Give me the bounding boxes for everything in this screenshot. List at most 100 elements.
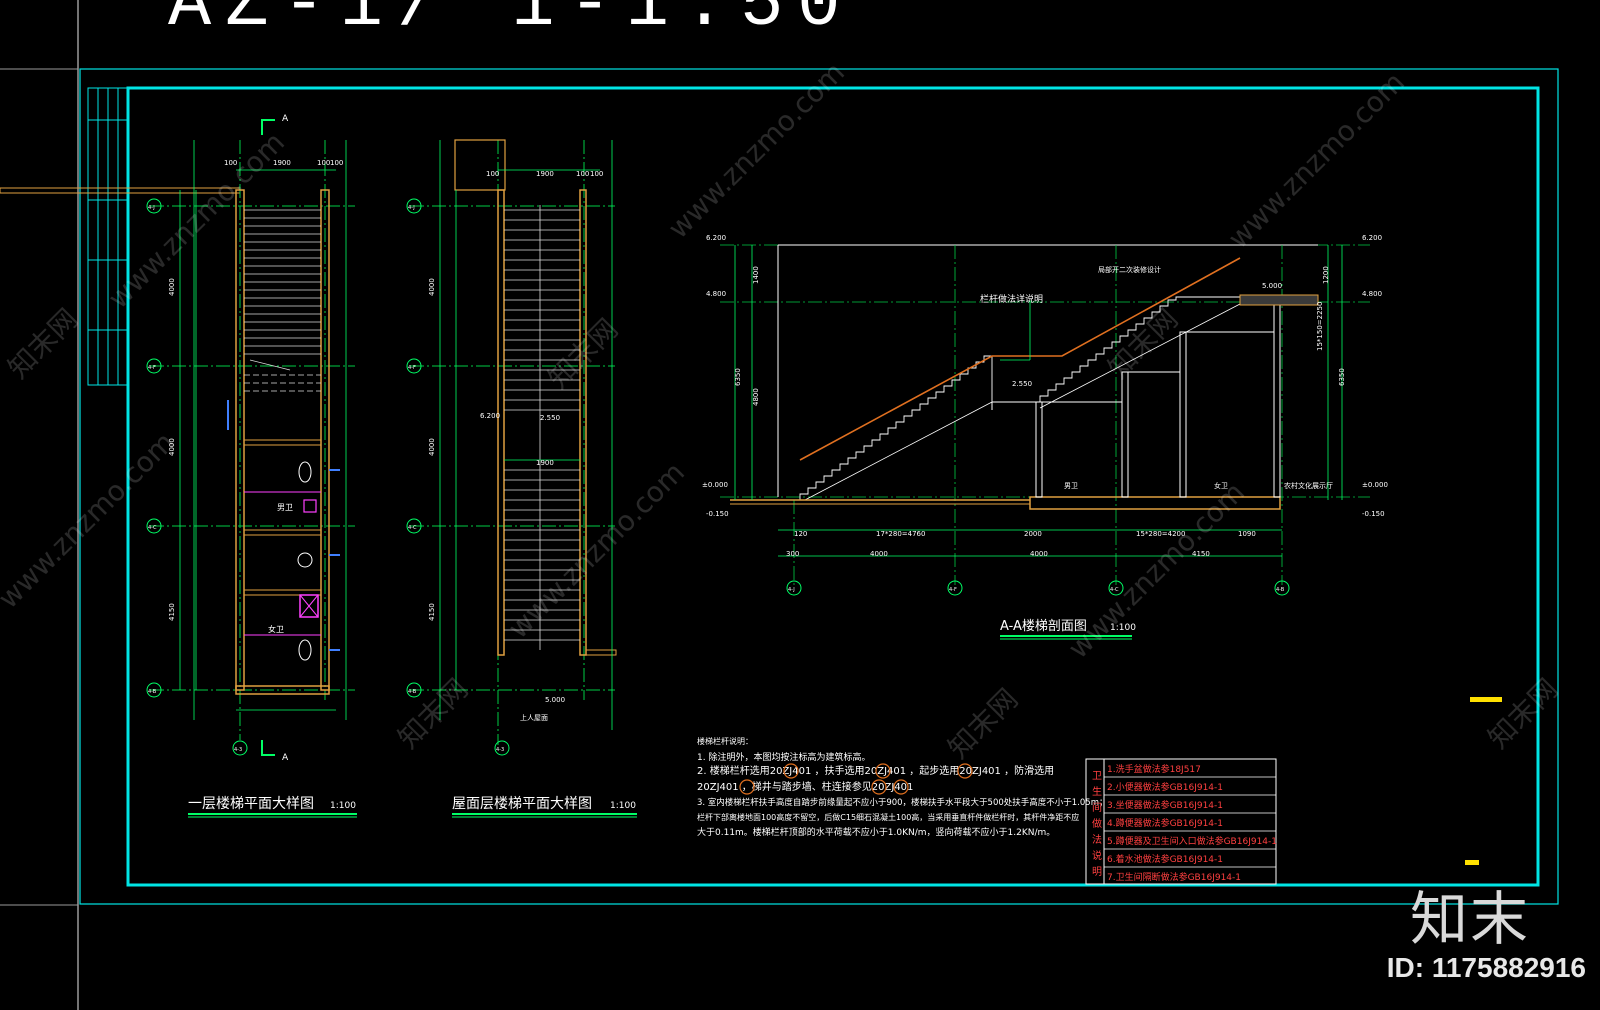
section-dim-bottom-1: 17*280=4760 [876, 530, 925, 538]
section-axis-3: 4-B [1276, 587, 1285, 593]
plan2-dim-2550: 2.550 [540, 414, 560, 422]
section-top-note: 局部开二次装修设计 [1098, 265, 1161, 274]
watermark-cn-3: 知末网 [1102, 302, 1185, 385]
plan2-drawing [406, 139, 617, 756]
outer-frame [79, 68, 1559, 905]
plan1-axis-0: 4-J [148, 205, 155, 211]
section-level-left-2: ±0.000 [702, 481, 728, 489]
section-dim-right-2: 6350 [1338, 368, 1346, 386]
section-dim-bottom-4: 1090 [1238, 530, 1256, 538]
section-dim-axis-3: 4150 [1192, 550, 1210, 558]
section-title-group: A-A楼梯剖面图 1:100 [1000, 619, 1136, 640]
section-title: A-A楼梯剖面图 [1000, 619, 1087, 634]
notes-line-5: 大于0.11m。楼梯栏杆顶部的水平荷载不应小于1.0KN/m，竖向荷载不应小于1… [697, 826, 1055, 838]
table-side-label: 卫生间做法说明 [1090, 770, 1102, 882]
table-row-4: 5.蹲便器及卫生间入口做法参GB16J914-1 [1107, 835, 1277, 847]
section-level-left-0: 6.200 [706, 234, 726, 242]
section-dim-right-1: 15*150=2250 [1316, 302, 1324, 351]
section-dim-left-2: 6350 [734, 368, 742, 386]
plan1-title: 一层楼梯平面大样图 [188, 796, 314, 812]
plan2-dim-top-0: 100 [486, 170, 499, 178]
table-row-0: 1.洗手盆做法参18J517 [1107, 763, 1201, 775]
plan1-drawing [146, 119, 355, 756]
plan2-axis-3: 4-B [408, 689, 417, 695]
plan1-room-female: 女卫 [268, 624, 284, 634]
table-row-3: 4.蹲便器做法参GB16J914-1 [1107, 817, 1223, 829]
plan2-title: 屋面层楼梯平面大样图 [452, 796, 592, 812]
section-axis-1: 4-F [949, 587, 957, 593]
watermark-url-3: www.znzmo.com [1222, 66, 1411, 255]
plan2-dim-top-3: 100 [590, 170, 603, 178]
table-row-6: 7.卫生间隔断做法参GB16J914-1 [1107, 871, 1241, 883]
section-scale: 1:100 [1110, 623, 1136, 633]
plan2-dim-left-2: 4150 [428, 603, 436, 621]
watermark-url-6: www.znzmo.com [0, 426, 181, 615]
plan1-dim-top-1: 1900 [273, 159, 291, 167]
plan2-axis-1: 4-F [408, 365, 416, 371]
plan2-level-bottom: 5.000 [545, 696, 565, 704]
section-axis-2: 4-C [1110, 587, 1119, 593]
section-level-left-3: -0.150 [706, 510, 729, 518]
plan2-dim-left-1: 4000 [428, 438, 436, 456]
section-axis-0: 4-J [788, 587, 795, 593]
watermark-url-5: www.znzmo.com [1062, 476, 1251, 665]
section-mid-level: 2.550 [1012, 380, 1032, 388]
section-room-right: 农村文化展示厅 [1284, 481, 1333, 490]
watermark-cn-4: 知末网 [392, 672, 475, 755]
title-block-strip [87, 87, 129, 386]
section-level-right-2: ±0.000 [1362, 481, 1388, 489]
plan1-dim-top-0: 100 [224, 159, 237, 167]
section-roof-level: 5.000 [1262, 282, 1282, 290]
inner-frame [126, 86, 1540, 887]
notes-line-4: 栏杆下部离楼地面100高度不留空，后做C15细石混凝土100高，当采用垂直杆件做… [697, 812, 1079, 822]
plan2-roof-note: 上人屋面 [520, 713, 548, 722]
section-room-male: 男卫 [1064, 482, 1078, 490]
yellow-mark-1 [1470, 697, 1502, 702]
table-row-5: 6.着水池做法参GB16J914-1 [1107, 853, 1223, 865]
watermark-url-2: www.znzmo.com [662, 56, 851, 245]
plan2-scale: 1:100 [610, 801, 636, 811]
section-level-left-1: 4.800 [706, 290, 726, 298]
plan1-scale: 1:100 [330, 801, 356, 811]
plan1-axis-1: 4-F [148, 365, 156, 371]
plan2-dim-1900: 1900 [536, 459, 554, 467]
section-level-right-3: -0.150 [1362, 510, 1385, 518]
notes-block: 楼梯栏杆说明： 1. 除注明外，本图均按注标高为建筑标高。 2. 楼梯栏杆选用2… [697, 736, 1107, 838]
brand-logo: 知末 [1409, 885, 1530, 953]
plan1-section-mark-top: A [282, 114, 289, 124]
section-dim-bottom-3: 15*280=4200 [1136, 530, 1185, 538]
plan1-dim-top-2: 100 [317, 159, 330, 167]
plan1-title-group: 一层楼梯平面大样图 1:100 [188, 796, 357, 818]
yellow-mark-2 [1465, 860, 1479, 865]
table-row-2: 3.坐便器做法参GB16J914-1 [1107, 799, 1223, 811]
fixture-table [1085, 758, 1277, 885]
plan1-dim-left-0: 4000 [168, 278, 176, 296]
plan2-title-group: 屋面层楼梯平面大样图 1:100 [452, 796, 637, 818]
plan2-dim-top-2: 100 [576, 170, 589, 178]
section-dim-axis-1: 4000 [870, 550, 888, 558]
section-rail-note: 栏杆做法详说明 [980, 293, 1043, 305]
section-dim-axis-2: 4000 [1030, 550, 1048, 558]
section-level-right-0: 6.200 [1362, 234, 1382, 242]
watermark-cn-5: 知末网 [942, 682, 1025, 765]
section-room-female: 女卫 [1214, 481, 1228, 490]
notes-callout-circles [739, 763, 973, 795]
section-dim-bottom-2: 2000 [1024, 530, 1042, 538]
watermark-cn-1: 知末网 [2, 302, 85, 385]
plan1-axis-3: 4-B [148, 689, 157, 695]
section-drawing [720, 244, 1370, 596]
plan2-axis-0: 4-J [408, 205, 415, 211]
table-row-1: 2.小便器做法参GB16J914-1 [1107, 781, 1223, 793]
section-dim-axis-0: 300 [786, 550, 799, 558]
section-level-right-1: 4.800 [1362, 290, 1382, 298]
plan1-room-male: 男卫 [277, 503, 293, 512]
section-dim-right-0: 1200 [1322, 266, 1330, 284]
plan1-dim-left-2: 4150 [168, 603, 176, 621]
plan1-dim-left-1: 4000 [168, 438, 176, 456]
notes-heading: 楼梯栏杆说明： [697, 736, 753, 746]
plan2-level-mid: 6.200 [480, 412, 500, 420]
plan1-section-mark-bottom: A [282, 753, 289, 763]
plan2-dim-left-0: 4000 [428, 278, 436, 296]
notes-line-2: 20ZJ401 ，梯井与踏步墙、柱连接参见20ZJ401 [697, 780, 913, 793]
plan1-axis-2: 4-C [148, 525, 157, 531]
